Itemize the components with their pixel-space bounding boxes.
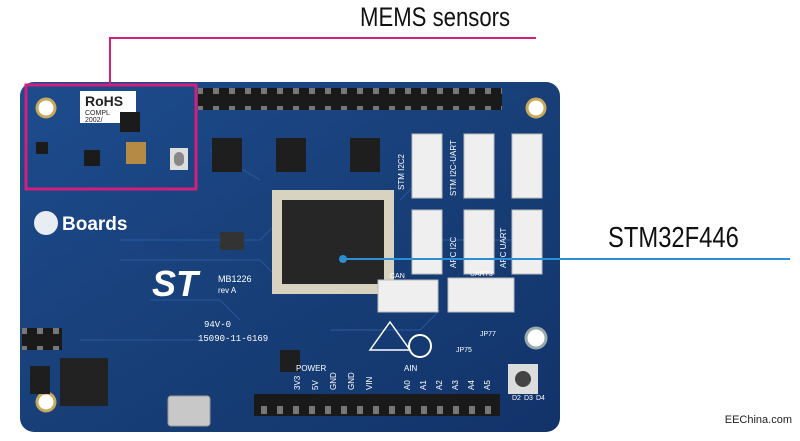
bottom-analog-pins: A0 A1 A2 A3 A4 A5 bbox=[403, 380, 492, 390]
stm32-label: STM32F446 bbox=[608, 222, 739, 254]
usb-port bbox=[167, 395, 211, 427]
power-pin-label-3: GND bbox=[347, 372, 356, 390]
analog-pin-label-2: A2 bbox=[435, 380, 444, 390]
mounting-holes bbox=[35, 97, 548, 413]
bottom-power-pins: 3V3 5V GND GND VIN bbox=[293, 372, 374, 390]
led-label-0: D2 bbox=[512, 395, 521, 402]
power-pin-label-2: GND bbox=[329, 372, 338, 390]
brand-text: Boards bbox=[62, 214, 127, 235]
stm-i2c-uart-label: STM I2C-UART bbox=[449, 140, 458, 196]
top-pin-header bbox=[198, 88, 502, 110]
watermark: EEChina.com bbox=[724, 414, 792, 426]
button-cap bbox=[515, 371, 531, 387]
rohs-year-text: 2002/ bbox=[85, 117, 103, 124]
analog-pin-label-3: A3 bbox=[451, 380, 460, 390]
jp77-label: JP77 bbox=[480, 331, 496, 338]
power-label: POWER bbox=[296, 364, 326, 373]
bottom-pin-header bbox=[254, 394, 500, 416]
led-label-1: D3 bbox=[524, 395, 533, 402]
uart3-label: UART3 bbox=[470, 271, 493, 278]
model-text: MB1226 bbox=[218, 274, 252, 284]
mems-callout-line bbox=[109, 37, 536, 85]
grove-connectors bbox=[377, 133, 543, 313]
analog-pin-label-1: A1 bbox=[419, 380, 428, 390]
apc-i2c-label: APC I2C bbox=[449, 237, 458, 268]
st-logo: ST bbox=[152, 263, 201, 304]
apc-uart-label: APC UART bbox=[499, 228, 508, 268]
power-pin-label-4: VIN bbox=[365, 376, 374, 390]
analog-pin-label-0: A0 bbox=[403, 380, 412, 390]
esd-mark bbox=[368, 320, 412, 351]
ce-mark bbox=[408, 334, 432, 358]
led-label-2: D4 bbox=[536, 395, 545, 402]
rev-text: rev A bbox=[218, 286, 237, 295]
analog-pin-label-4: A4 bbox=[467, 380, 476, 390]
power-pin-label-1: 5V bbox=[311, 380, 320, 390]
analog-pin-label-5: A5 bbox=[483, 380, 492, 390]
cert-text-1: 94V-0 bbox=[204, 320, 231, 330]
mems-chips bbox=[36, 112, 188, 170]
boards-logo-mark bbox=[34, 211, 58, 235]
rohs-sub-text: COMPL bbox=[85, 110, 110, 117]
small-ics bbox=[30, 138, 380, 394]
left-pin-header bbox=[22, 328, 62, 350]
stm32f446-chip bbox=[282, 200, 384, 284]
left-mcu bbox=[60, 358, 108, 406]
cert-text-2: 15090-11-6169 bbox=[198, 334, 268, 344]
rohs-text: RoHS bbox=[85, 93, 123, 109]
power-pin-label-0: 3V3 bbox=[293, 375, 302, 390]
jp75-label: JP75 bbox=[456, 347, 472, 354]
can-label: CAN bbox=[390, 273, 405, 280]
stm-i2c2-label: STM I2C2 bbox=[397, 153, 406, 190]
ain-label: AIN bbox=[404, 364, 418, 373]
mems-sensors-label: MEMS sensors bbox=[360, 2, 511, 32]
